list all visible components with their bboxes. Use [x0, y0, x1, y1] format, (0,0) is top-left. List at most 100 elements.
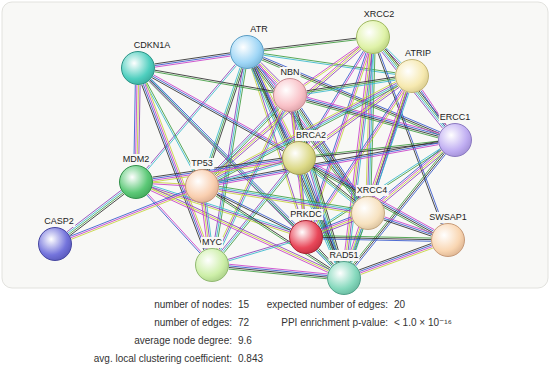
stat-value: 72: [238, 317, 249, 329]
protein-label: BRCA2: [295, 130, 327, 141]
stat-value: 15: [238, 299, 249, 311]
evidence-line: [218, 162, 282, 181]
stat-key: expected number of edges:: [267, 299, 388, 311]
stat-value: 0.843: [238, 353, 263, 365]
interaction-edge: [153, 182, 185, 186]
protein-node: NBN: [273, 78, 307, 112]
evidence-line: [152, 78, 283, 151]
protein-node: PRKDC: [289, 220, 323, 254]
evidence-line: [149, 81, 331, 267]
evidence-line: [315, 164, 434, 230]
protein-label: TP53: [190, 158, 214, 169]
interaction-edge: [152, 75, 285, 151]
evidence-line: [303, 46, 358, 85]
evidence-line: [264, 40, 356, 51]
evidence-line: [217, 85, 397, 179]
evidence-line: [134, 85, 135, 165]
protein-node: ATR: [230, 35, 264, 69]
protein-node: MDM2: [119, 165, 153, 199]
protein-node: RAD51: [327, 261, 361, 295]
stat-key: PPI enrichment p-value:: [281, 317, 388, 329]
stat-value: 9.6: [238, 335, 252, 347]
stat-value: < 1.0 × 10⁻¹⁶: [394, 317, 452, 329]
evidence-line: [219, 163, 283, 182]
evidence-line: [153, 161, 282, 180]
evidence-line: [229, 267, 327, 277]
evidence-line: [383, 153, 444, 204]
evidence-line: [153, 76, 284, 149]
protein-node: CDKN1A: [121, 51, 155, 85]
protein-label: MYC: [201, 237, 223, 248]
evidence-line: [384, 220, 432, 236]
evidence-line: [229, 269, 327, 279]
protein-label: XRCC4: [356, 185, 389, 196]
panel-ground: [2, 2, 548, 288]
evidence-line: [323, 221, 353, 233]
protein-label: ATR: [249, 24, 268, 35]
protein-node: TP53: [185, 169, 219, 203]
interaction-edge: [262, 57, 440, 135]
protein-node: BRCA2: [282, 141, 316, 175]
evidence-line: [150, 80, 332, 266]
evidence-line: [311, 170, 353, 204]
protein-label: ATRIP: [404, 48, 432, 59]
evidence-line: [381, 150, 442, 201]
evidence-line: [313, 168, 432, 234]
evidence-line: [71, 194, 186, 240]
interaction-edge: [307, 77, 396, 94]
evidence-line: [215, 69, 244, 248]
evidence-line: [147, 195, 200, 253]
interaction-edge: [228, 241, 290, 261]
interaction-edge: [145, 83, 194, 172]
evidence-line: [382, 152, 443, 203]
interaction-edge: [218, 162, 283, 182]
stat-key: number of edges:: [154, 317, 232, 329]
evidence-line: [155, 54, 230, 65]
interaction-edge: [313, 164, 435, 234]
evidence-line: [218, 191, 350, 213]
interaction-edge: [229, 264, 328, 278]
interaction-edge: [149, 80, 332, 267]
protein-label: NBN: [279, 67, 300, 78]
protein-label: RAD51: [328, 250, 359, 261]
evidence-line: [219, 190, 351, 212]
evidence-line: [155, 53, 230, 64]
evidence-line: [384, 218, 432, 234]
stat-key: number of nodes:: [154, 299, 232, 311]
stat-value: 20: [394, 299, 405, 311]
interaction-edge: [217, 193, 291, 230]
interaction-edge: [264, 38, 356, 51]
interaction-edge: [379, 149, 443, 204]
evidence-line: [217, 194, 290, 230]
evidence-line: [307, 80, 395, 94]
evidence-line: [67, 190, 121, 231]
evidence-line: [70, 191, 185, 237]
protein-label: ERCC1: [439, 112, 472, 123]
evidence-line: [155, 72, 274, 93]
interaction-edge: [216, 195, 330, 270]
evidence-line: [154, 75, 285, 148]
interaction-edge: [323, 236, 431, 241]
evidence-line: [323, 236, 431, 238]
protein-node: ERCC1: [438, 123, 472, 157]
interaction-edge: [311, 167, 355, 203]
protein-label: CDKN1A: [133, 40, 172, 51]
evidence-line: [385, 217, 433, 233]
evidence-line: [322, 220, 352, 232]
evidence-line: [360, 245, 432, 271]
evidence-line: [216, 196, 329, 270]
evidence-line: [71, 192, 186, 238]
evidence-line: [361, 248, 433, 274]
evidence-line: [219, 188, 351, 210]
interaction-edge: [67, 190, 124, 235]
evidence-line: [359, 244, 431, 270]
evidence-line: [229, 243, 290, 261]
protein-node: SWSAP1: [431, 223, 465, 257]
evidence-line: [155, 56, 230, 67]
interaction-edge: [70, 191, 187, 240]
interaction-edge: [384, 217, 433, 236]
evidence-line: [153, 184, 185, 186]
protein-node: XRCC2: [356, 20, 390, 54]
protein-label: MDM2: [122, 154, 151, 165]
